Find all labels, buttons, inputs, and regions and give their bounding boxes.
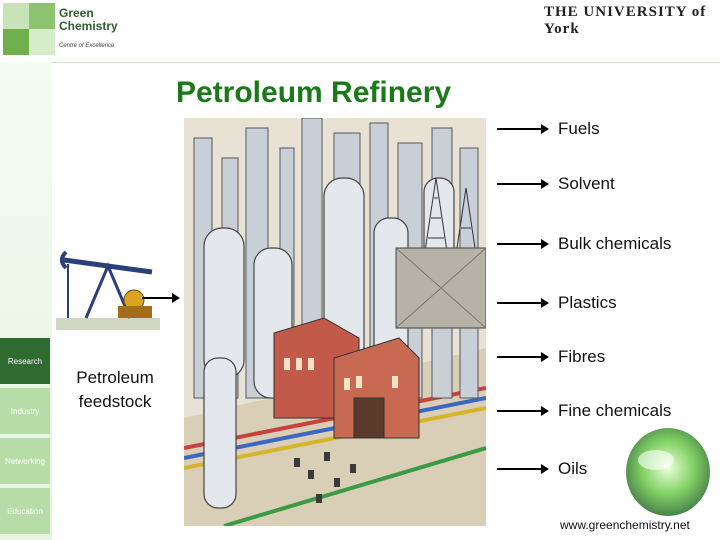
output-plastics: Plastics — [558, 293, 617, 312]
sidebar-item-networking[interactable]: Networking — [0, 438, 50, 484]
arrow-icon — [142, 293, 180, 303]
sidebar-item-label: Networking — [4, 456, 45, 466]
green-chemistry-logo: Green Chemistry Centre of Excellence — [3, 3, 163, 57]
arrow-icon — [497, 298, 549, 308]
website-url[interactable]: www.greenchemistry.net — [560, 518, 690, 532]
sidebar-item-education[interactable]: Education — [0, 488, 50, 534]
output-bulk-chemicals: Bulk chemicals — [558, 234, 672, 253]
arrow-icon — [497, 464, 549, 474]
arrow-icon — [497, 124, 549, 134]
flask-decoration — [626, 428, 710, 516]
logo-title: Green Chemistry — [59, 6, 118, 33]
slide-title: Petroleum Refinery — [176, 76, 452, 109]
output-fibres: Fibres — [558, 347, 606, 366]
feedstock-line-1: Petroleum — [76, 368, 154, 387]
oil-pump-jack-illustration — [56, 250, 160, 330]
output-solvent: Solvent — [558, 174, 615, 193]
sidebar-item-label: Education — [7, 506, 43, 516]
feedstock-line-2: feedstock — [78, 392, 152, 411]
feedstock-label: Petroleum feedstock — [60, 366, 170, 414]
output-fuels: Fuels — [558, 119, 600, 138]
arrow-icon — [497, 239, 549, 249]
output-oils: Oils — [558, 459, 588, 478]
arrow-icon — [497, 179, 549, 189]
sidebar: Research Industry Networking Education — [0, 62, 52, 540]
university-of-york-logo: THE UNIVERSITY of York — [544, 4, 707, 37]
arrow-icon — [497, 406, 549, 416]
output-fine-chemicals: Fine chemicals — [558, 401, 672, 420]
sidebar-item-label: Industry — [10, 406, 40, 416]
logo-subtitle: Centre of Excellence — [59, 43, 115, 49]
sidebar-item-industry[interactable]: Industry — [0, 388, 50, 434]
refinery-illustration — [184, 118, 486, 526]
sidebar-item-label: Research — [7, 356, 43, 366]
header-divider — [0, 62, 720, 63]
arrow-icon — [497, 352, 549, 362]
sidebar-item-research[interactable]: Research — [0, 338, 50, 384]
